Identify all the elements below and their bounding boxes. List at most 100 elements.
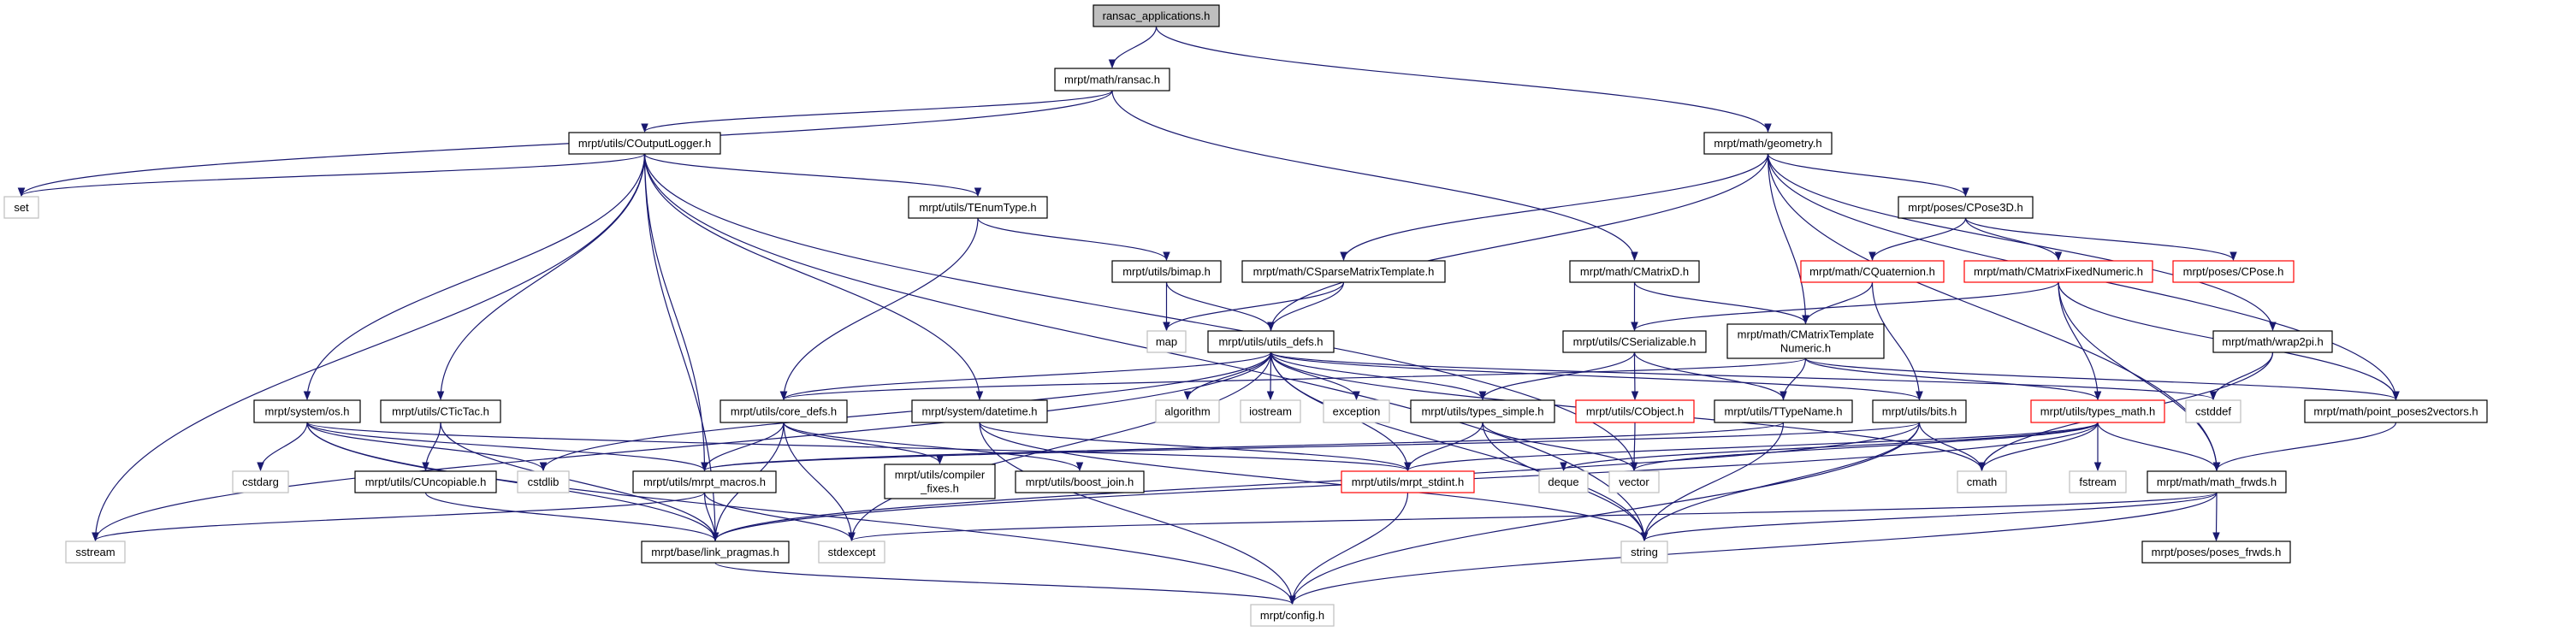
node-compilerfixes[interactable]: mrpt/utils/compiler_fixes.h (884, 464, 996, 499)
node-box (1575, 399, 1695, 423)
edge-cmtn-to-ttypename (1780, 357, 1807, 401)
node-os[interactable]: mrpt/system/os.h (253, 399, 361, 423)
edge-wrap2pi-to-cstddef (2209, 351, 2274, 401)
node-box (1726, 323, 1885, 359)
node-deque[interactable]: deque (1538, 470, 1589, 493)
node-utilsdefs[interactable]: mrpt/utils/utils_defs.h (1207, 330, 1335, 353)
node-pp2v[interactable]: mrpt/math/point_poses2vectors.h (2304, 399, 2488, 423)
node-ransac[interactable]: mrpt/math/ransac.h (1054, 68, 1170, 92)
node-box (1872, 399, 1967, 423)
node-coutputlogger[interactable]: mrpt/utils/COutputLogger.h (568, 132, 721, 155)
node-label: mrpt/math/CSparseMatrixTemplate.h (1253, 265, 1435, 278)
node-geometry[interactable]: mrpt/math/geometry.h (1703, 132, 1833, 155)
node-exception[interactable]: exception (1323, 399, 1390, 423)
node-box (911, 399, 1048, 423)
node-box (1714, 399, 1853, 423)
node-tenumtype[interactable]: mrpt/utils/TEnumType.h (908, 196, 1048, 219)
node-label: mrpt/math/CQuaternion.h (1809, 265, 1935, 278)
edge-ttypename-to-mrptmacros (701, 422, 1785, 472)
node-typessimple[interactable]: mrpt/utils/types_simple.h (1410, 399, 1555, 423)
node-box (1963, 260, 2153, 283)
edge-root-to-geometry (1155, 26, 1772, 133)
node-linkpragmas[interactable]: mrpt/base/link_pragmas.h (641, 540, 790, 564)
node-vector[interactable]: vector (1608, 470, 1660, 493)
node-mrptstdint[interactable]: mrpt/utils/mrpt_stdint.h (1341, 470, 1475, 493)
node-cpose[interactable]: mrpt/poses/CPose.h (2172, 260, 2295, 283)
node-posesfrwds[interactable]: mrpt/poses/poses_frwds.h (2141, 540, 2291, 564)
node-coredefs[interactable]: mrpt/utils/core_defs.h (720, 399, 848, 423)
node-iostream[interactable]: iostream (1240, 399, 1301, 423)
node-set[interactable]: set (3, 196, 39, 219)
node-label: fstream (2079, 475, 2116, 488)
node-box (253, 399, 361, 423)
edge-csparse-to-utilsdefs (1267, 281, 1345, 332)
edge-mrptmacros-to-sstream (92, 492, 706, 542)
node-cpose3d[interactable]: mrpt/poses/CPose3D.h (1898, 196, 2034, 219)
node-box (1240, 399, 1301, 423)
edge-geometry-to-cpose3d (1767, 153, 1969, 198)
node-cobject[interactable]: mrpt/utils/CObject.h (1575, 399, 1695, 423)
edge-typesmath-to-mrptstdint (1404, 422, 2099, 472)
node-cmath[interactable]: cmath (1957, 470, 2007, 493)
node-cuncopiable[interactable]: mrpt/utils/CUncopiable.h (354, 470, 497, 493)
node-box (1146, 330, 1187, 353)
node-label: mrpt/utils/utils_defs.h (1218, 335, 1323, 348)
edge-coutputlogger-to-string (643, 153, 1649, 542)
node-string[interactable]: string (1620, 540, 1668, 564)
edge-coutputlogger-to-set (18, 153, 646, 198)
node-algorithm[interactable]: algorithm (1155, 399, 1220, 423)
node-label: mrpt/utils/bits.h (1882, 405, 1957, 418)
node-box (641, 540, 790, 564)
node-label: Numeric.h (1780, 342, 1831, 355)
node-label: iostream (1249, 405, 1292, 418)
node-box (1093, 4, 1220, 27)
node-cmatrixd[interactable]: mrpt/math/CMatrixD.h (1569, 260, 1700, 283)
node-label: mrpt/utils/compiler (895, 469, 986, 481)
node-wrap2pi[interactable]: mrpt/math/wrap2pi.h (2212, 330, 2333, 353)
node-sstream[interactable]: sstream (65, 540, 126, 564)
edge-cuncopiable-to-linkpragmas (424, 492, 720, 542)
node-cquaternion[interactable]: mrpt/math/CQuaternion.h (1800, 260, 1945, 283)
node-fstream[interactable]: fstream (2069, 470, 2127, 493)
edge-coredefs-to-boostjoin (783, 422, 1084, 472)
node-mrptmacros[interactable]: mrpt/utils/mrpt_macros.h (632, 470, 777, 493)
node-bimap[interactable]: mrpt/utils/bimap.h (1111, 260, 1222, 283)
edge-os-to-cstdarg (257, 422, 308, 472)
edge-ransac-to-coutputlogger (641, 90, 1113, 133)
node-ttypename[interactable]: mrpt/utils/TTypeName.h (1714, 399, 1853, 423)
node-boostjoin[interactable]: mrpt/utils/boost_join.h (1015, 470, 1145, 493)
node-box (1562, 330, 1707, 353)
edge-cpose3d-to-cquaternion (1868, 217, 1967, 262)
node-box (884, 464, 996, 499)
edge-cserializable-to-cobject (1631, 351, 1639, 401)
edge-ctictac-to-cuncopiable (422, 422, 441, 472)
node-cstddef[interactable]: cstddef (2185, 399, 2241, 423)
edge-geometry-to-wrap2pi (1767, 153, 2277, 332)
node-ctictac[interactable]: mrpt/utils/CTicTac.h (380, 399, 501, 423)
edge-cquaternion-to-bits (1871, 281, 1923, 401)
node-cstdlib[interactable]: cstdlib (517, 470, 570, 493)
node-typesmath[interactable]: mrpt/utils/types_math.h (2030, 399, 2165, 423)
edge-tenumtype-to-bimap (977, 217, 1170, 262)
node-stdexcept[interactable]: stdexcept (818, 540, 885, 564)
node-csparse[interactable]: mrpt/math/CSparseMatrixTemplate.h (1241, 260, 1446, 283)
edge-coredefs-to-compilerfixes (783, 422, 944, 465)
node-bits[interactable]: mrpt/utils/bits.h (1872, 399, 1967, 423)
node-config[interactable]: mrpt/config.h (1250, 604, 1335, 627)
node-cmatrixfixed[interactable]: mrpt/math/CMatrixFixedNumeric.h (1963, 260, 2153, 283)
node-root[interactable]: ransac_applications.h (1093, 4, 1220, 27)
node-map[interactable]: map (1146, 330, 1187, 353)
node-mathfrwds[interactable]: mrpt/math/math_frwds.h (2147, 470, 2287, 493)
edge-typessimple-to-mrptstdint (1404, 422, 1483, 472)
node-label: mrpt/utils/mrpt_macros.h (643, 475, 766, 488)
node-cserializable[interactable]: mrpt/utils/CSerializable.h (1562, 330, 1707, 353)
node-box (1538, 470, 1589, 493)
edge-typessimple-to-vector (1482, 422, 1638, 472)
node-datetime[interactable]: mrpt/system/datetime.h (911, 399, 1048, 423)
node-label: mrpt/system/os.h (265, 405, 350, 418)
node-cstdarg[interactable]: cstdarg (232, 470, 289, 493)
edge-coredefs-to-stdexcept (783, 422, 856, 542)
edge-bits-to-string (1640, 422, 1921, 542)
node-label: mrpt/math/wrap2pi.h (2222, 335, 2324, 348)
